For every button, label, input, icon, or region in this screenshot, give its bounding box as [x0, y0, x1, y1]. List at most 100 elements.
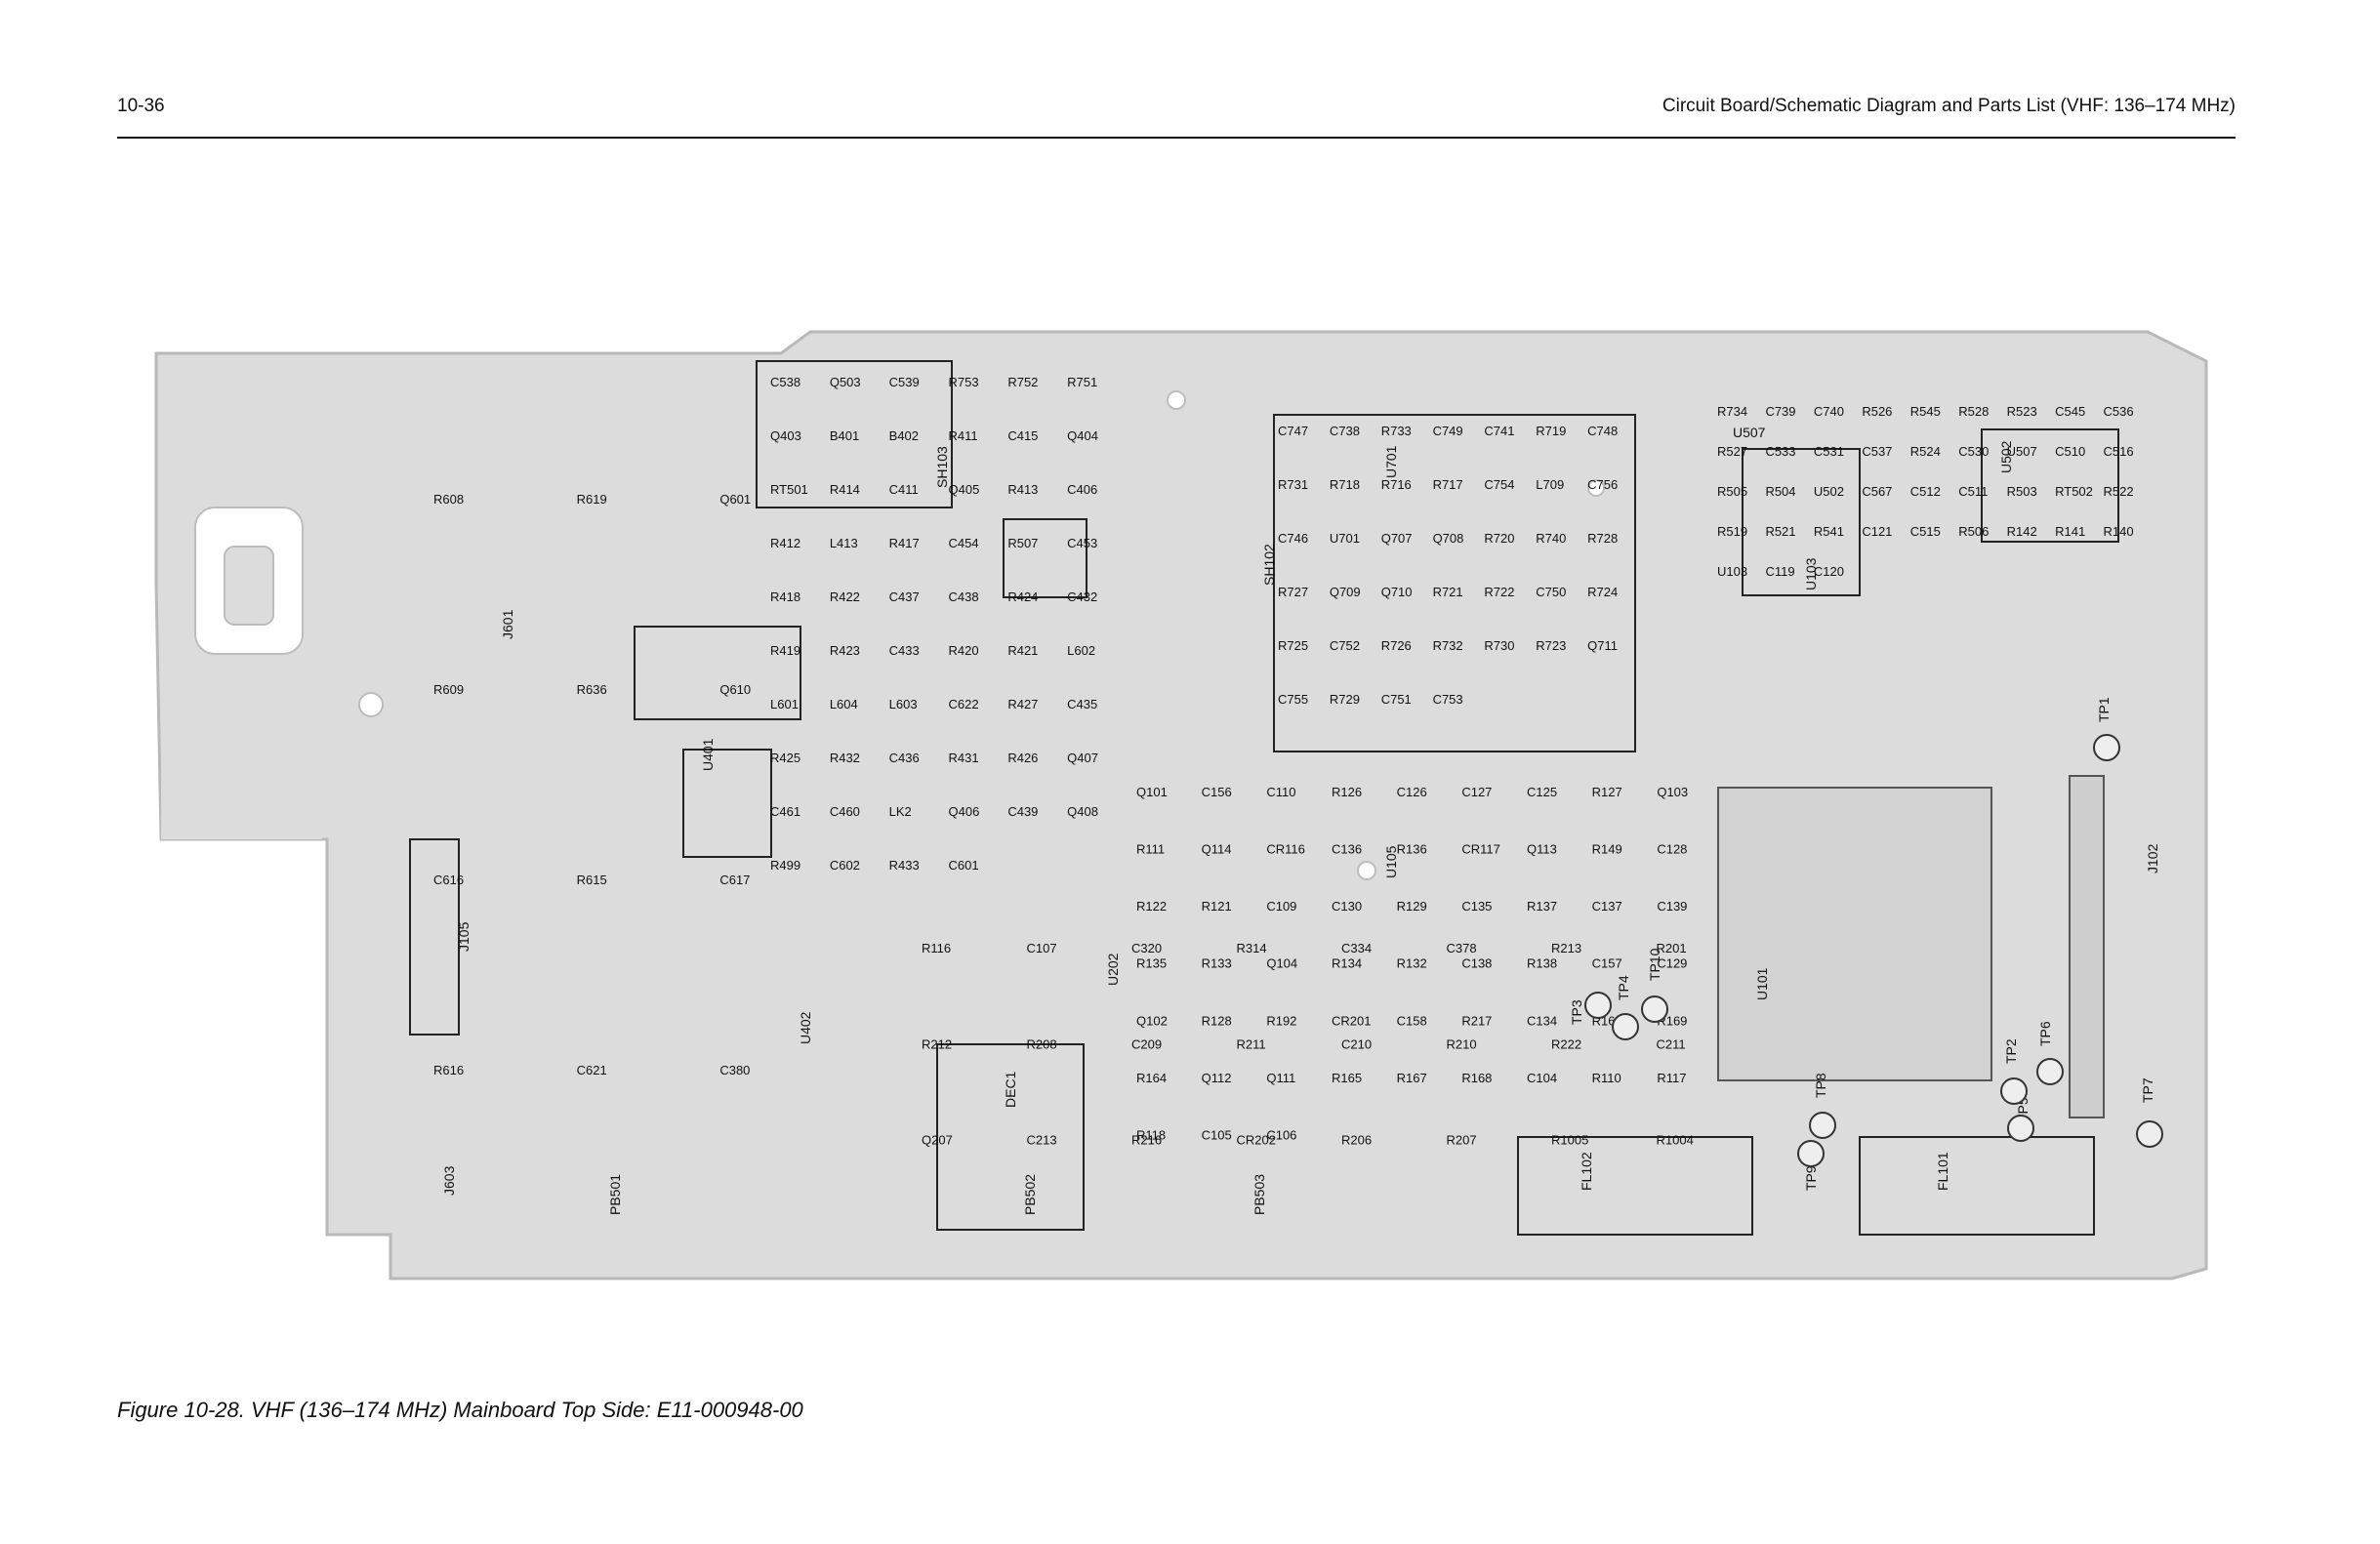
connector-label: J102: [2145, 843, 2160, 874]
component-label: R427: [1007, 697, 1038, 711]
component-label: R499: [770, 858, 800, 873]
component-label: RT502: [2055, 484, 2093, 499]
connector-label: J601: [500, 609, 515, 639]
component-label: C378: [1447, 941, 1477, 955]
component-label: Q102: [1136, 1013, 1168, 1028]
component-label: C538: [770, 375, 800, 389]
component-label: C454: [949, 536, 979, 550]
component-label: Q104: [1266, 956, 1297, 971]
component-label: U507: [2007, 444, 2037, 459]
component-label: CR202: [1237, 1133, 1276, 1148]
connector-label: FL102: [1579, 1152, 1594, 1191]
component-label: L413: [830, 536, 858, 550]
component-label: C747: [1278, 424, 1308, 438]
component-label: R732: [1433, 638, 1463, 653]
component-label: Q406: [949, 804, 980, 819]
component-label: R733: [1381, 424, 1412, 438]
component-label: R636: [577, 682, 607, 697]
component-label: C433: [889, 643, 920, 658]
component-label: R140: [2104, 524, 2134, 539]
component-label: C622: [949, 697, 979, 711]
component-label: R133: [1202, 956, 1232, 971]
component-label: C748: [1587, 424, 1618, 438]
component-label: R211: [1237, 1036, 1266, 1051]
component-label: C129: [1657, 956, 1687, 971]
component-label: R727: [1278, 585, 1308, 599]
component-label: R507: [1007, 536, 1038, 550]
component-label: C432: [1067, 589, 1097, 604]
component-label: R122: [1136, 899, 1167, 914]
component-label: R128: [1202, 1013, 1232, 1028]
component-label: R210: [1447, 1036, 1477, 1051]
component-label: R431: [949, 751, 979, 765]
component-label: Q404: [1067, 428, 1098, 443]
component-label: R422: [830, 589, 860, 604]
component-label: R753: [949, 375, 979, 389]
component-label: R127: [1592, 785, 1622, 799]
test-point-label: TP9: [1803, 1165, 1819, 1191]
test-point-label: TP4: [1616, 975, 1631, 1000]
component-label: B401: [830, 428, 859, 443]
component-label: R134: [1332, 956, 1362, 971]
component-label: R132: [1397, 956, 1427, 971]
component-label: C107: [1027, 941, 1057, 955]
component-label: R503: [2007, 484, 2037, 499]
component-label: Q707: [1381, 531, 1413, 546]
component-label: CR201: [1332, 1013, 1371, 1028]
component-label: Q405: [949, 482, 980, 497]
component-label: C746: [1278, 531, 1308, 546]
ic-label: U402: [798, 1011, 813, 1044]
component-label: R413: [1007, 482, 1038, 497]
component-label: R425: [770, 751, 800, 765]
ic-label: U507: [1733, 425, 1766, 440]
component-label: Q207: [922, 1133, 953, 1148]
ic-label: U105: [1383, 845, 1399, 878]
component-label: C531: [1814, 444, 1844, 459]
component-label: Q711: [1587, 638, 1618, 653]
component-label: R734: [1717, 404, 1747, 419]
component-label: C135: [1461, 899, 1492, 914]
component-label: R752: [1007, 375, 1038, 389]
component-label: R129: [1397, 899, 1427, 914]
component-label: Q503: [830, 375, 861, 389]
component-label: Q113: [1527, 842, 1557, 857]
component-label: R419: [770, 643, 800, 658]
connector-label: PB501: [607, 1174, 623, 1215]
component-label: C616: [433, 873, 464, 887]
component-label: R505: [1717, 484, 1747, 499]
board-features: [194, 390, 2105, 1118]
component-label: C411: [889, 482, 919, 497]
component-label: R724: [1587, 585, 1618, 599]
component-label: R165: [1332, 1071, 1362, 1085]
component-label: R716: [1381, 477, 1412, 492]
component-label: R121: [1202, 899, 1232, 914]
test-point-label: TP2: [2003, 1038, 2019, 1064]
component-label: R426: [1007, 751, 1038, 765]
connector-label: SH103: [934, 446, 950, 488]
component-label: CR116: [1266, 842, 1305, 857]
component-label: R609: [433, 682, 464, 697]
connector-label: J603: [441, 1165, 457, 1196]
component-label: C533: [1765, 444, 1795, 459]
component-label: R521: [1765, 524, 1795, 539]
component-label: C740: [1814, 404, 1844, 419]
component-label: C320: [1131, 941, 1162, 955]
component-label: C138: [1461, 956, 1492, 971]
component-label: C601: [949, 858, 979, 873]
component-label: R725: [1278, 638, 1308, 653]
component-label: R412: [770, 536, 800, 550]
component-label: L601: [770, 697, 799, 711]
component-label: R717: [1433, 477, 1463, 492]
component-label: C739: [1765, 404, 1795, 419]
component-label: C439: [1007, 804, 1038, 819]
component-label: R414: [830, 482, 860, 497]
component-label: C510: [2055, 444, 2085, 459]
component-label: C334: [1341, 941, 1372, 955]
component-label: C755: [1278, 692, 1308, 707]
component-label: U502: [1814, 484, 1844, 499]
component-label: C139: [1657, 899, 1687, 914]
component-label: C125: [1527, 785, 1557, 799]
component-label: U701: [1330, 531, 1360, 546]
component-label: R216: [1131, 1133, 1162, 1148]
